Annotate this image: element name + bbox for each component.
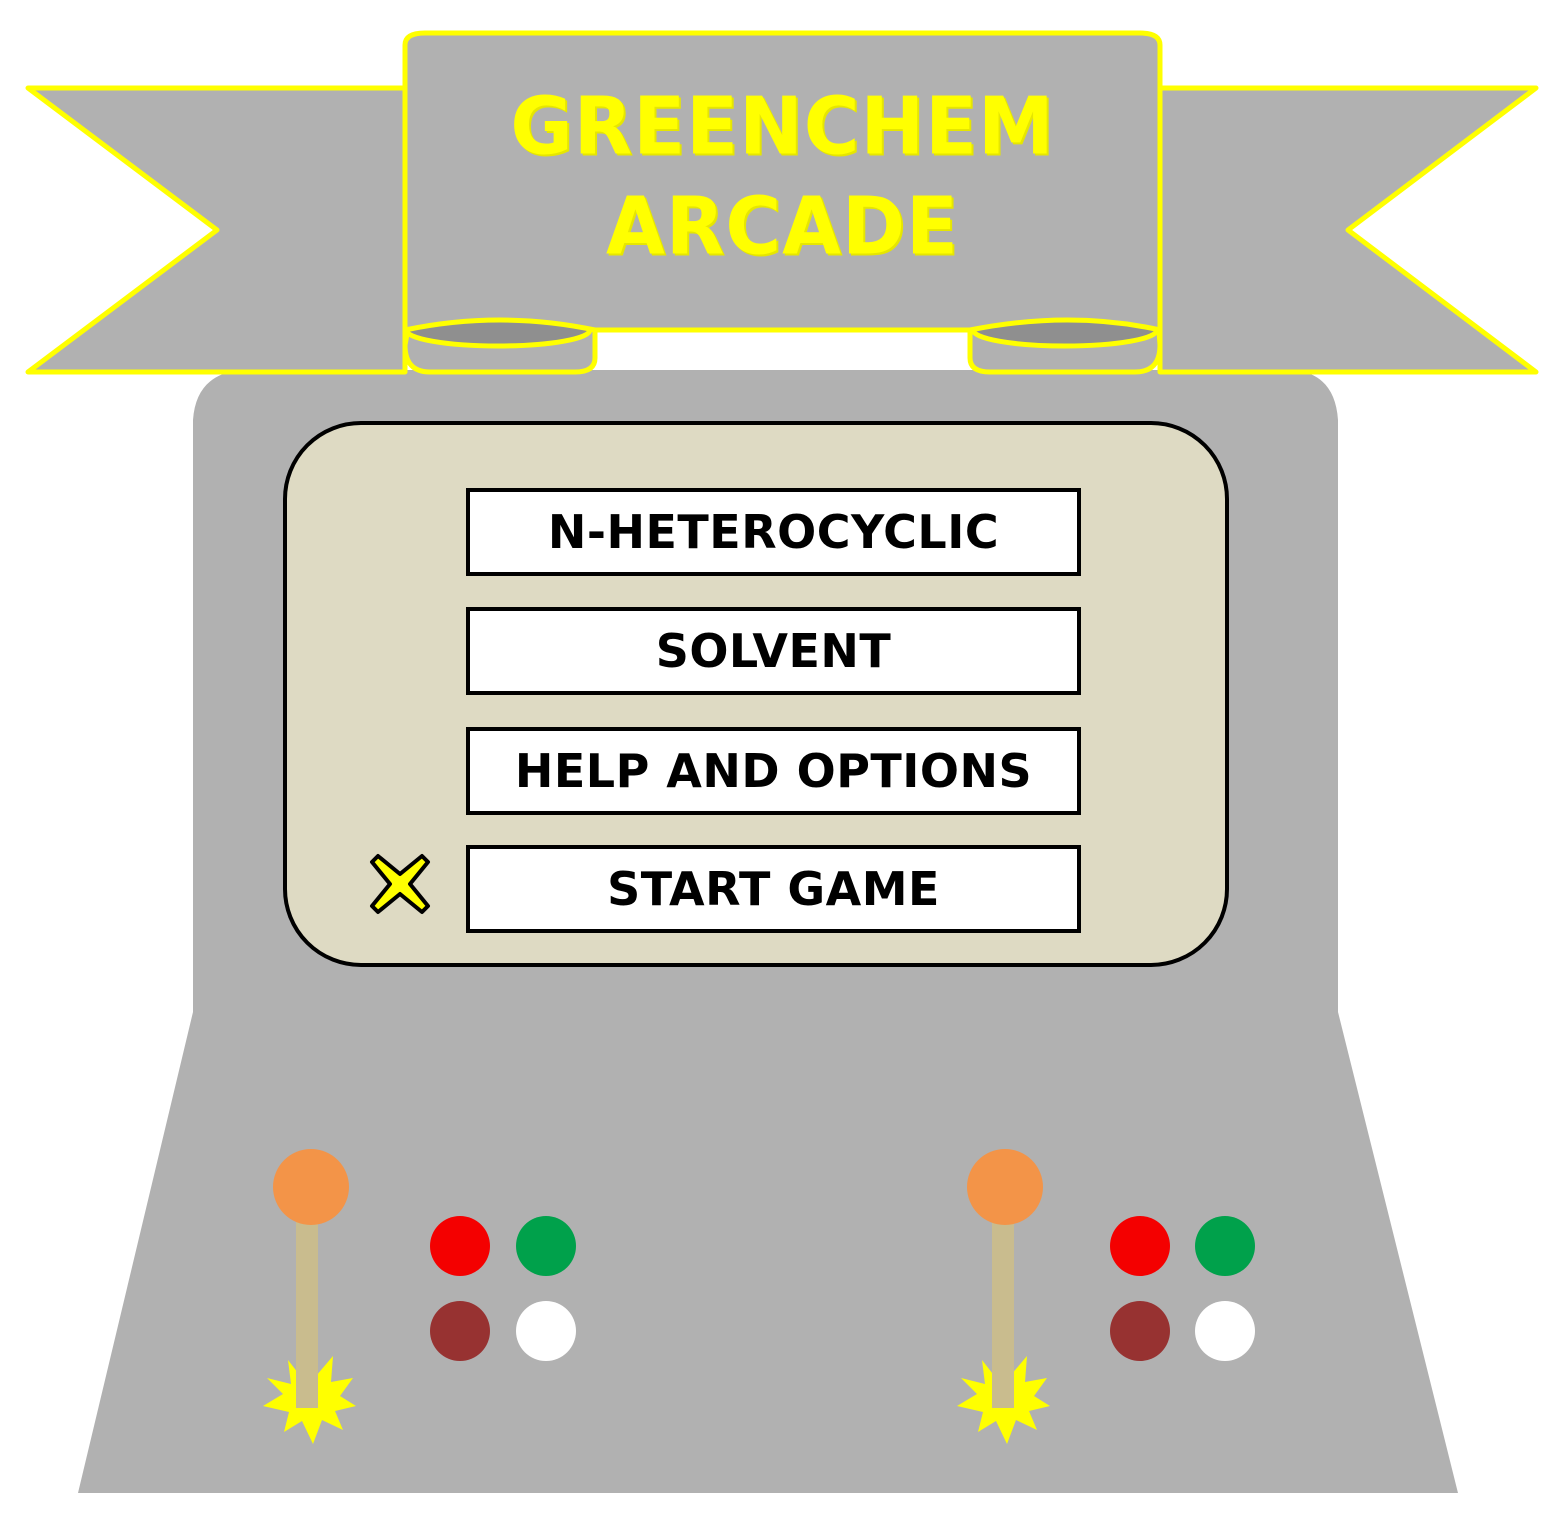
game-title-line-2: ARCADE	[606, 178, 959, 273]
menu-item-solvent[interactable]: SOLVENT	[466, 607, 1081, 695]
banner-center	[402, 30, 1163, 333]
joystick-stick	[296, 1210, 318, 1408]
arcade-button-white	[1195, 1301, 1255, 1361]
player-1-controls	[263, 1149, 576, 1444]
banner-left-tail	[25, 85, 408, 375]
arcade-button-brown	[430, 1301, 490, 1361]
arcade-button-red	[1110, 1216, 1170, 1276]
menu-item-n-heterocyclic[interactable]: N-HETEROCYCLIC	[466, 488, 1081, 576]
game-title-line-1: GREENCHEM	[510, 78, 1055, 173]
x-cursor-icon	[370, 854, 430, 914]
joystick-stick	[992, 1210, 1014, 1408]
joystick-ball	[273, 1149, 349, 1225]
arcade-button-white	[516, 1301, 576, 1361]
joystick-ball	[967, 1149, 1043, 1225]
menu-item-start-game[interactable]: START GAME	[466, 845, 1081, 933]
player-2-controls	[957, 1149, 1255, 1444]
arcade-button-green	[1195, 1216, 1255, 1276]
arcade-button-green	[516, 1216, 576, 1276]
banner-right-tail	[1157, 85, 1539, 375]
arcade-button-brown	[1110, 1301, 1170, 1361]
arcade-button-red	[430, 1216, 490, 1276]
menu-item-help-and-options[interactable]: HELP AND OPTIONS	[466, 727, 1081, 815]
